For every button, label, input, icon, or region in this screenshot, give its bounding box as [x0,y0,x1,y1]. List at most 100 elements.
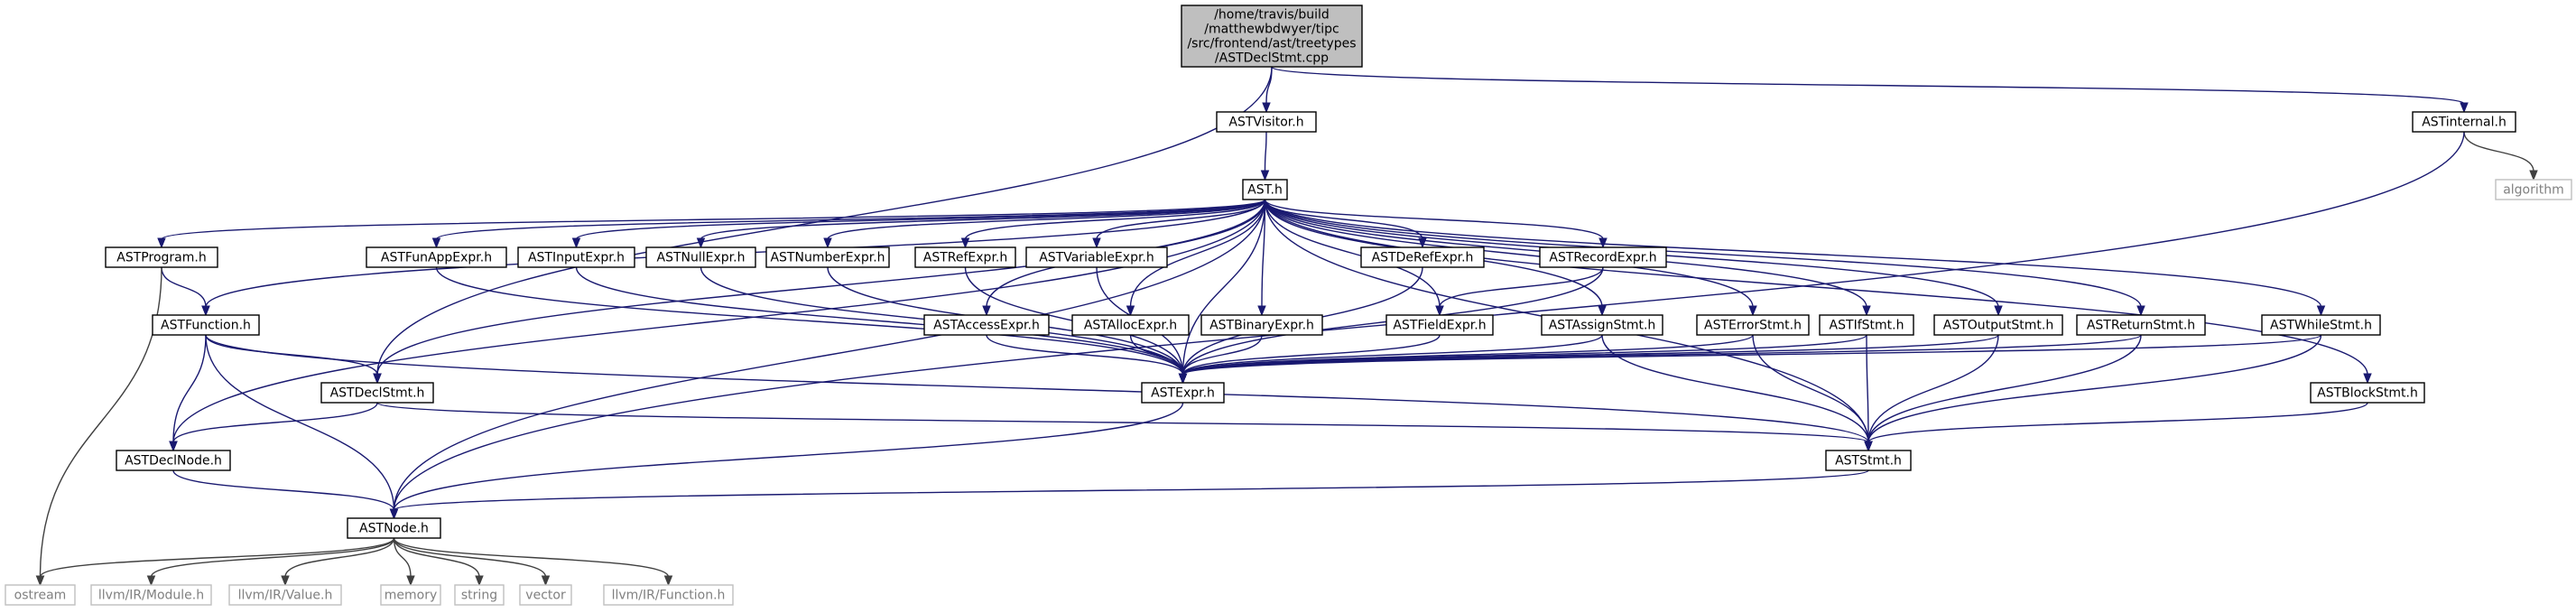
node-node[interactable]: ASTNode.h [347,517,441,539]
arrowhead [406,575,415,587]
node-box[interactable] [645,246,756,268]
arrowhead [1748,305,1757,317]
node-access[interactable]: ASTAccessExpr.h [923,314,1050,336]
arrowhead [982,305,991,317]
edge-ast-to-funapp [431,199,1266,249]
node-expr[interactable]: ASTExpr.h [1141,382,1225,404]
node-box[interactable] [1819,314,1914,336]
node-box[interactable] [1933,314,2063,336]
node-box[interactable] [1071,314,1190,336]
node-return[interactable]: ASTReturnStmt.h [2076,314,2206,336]
node-assign[interactable]: ASTAssignStmt.h [1541,314,1663,336]
edge-block-to-stmt [1864,402,2368,452]
edge-line [575,199,1266,240]
node-ast[interactable]: AST.h [1242,179,1288,200]
node-box[interactable] [1541,314,1663,336]
node-number[interactable]: ASTNumberExpr.h [765,246,890,268]
node-box[interactable] [765,246,890,268]
node-label: ASTNullExpr.h [657,251,746,265]
edge-line [172,334,207,443]
node-box[interactable] [1181,5,1363,68]
node-binary[interactable]: ASTBinaryExpr.h [1200,314,1323,336]
node-box[interactable] [1696,314,1810,336]
edge-ast-to-return [1264,199,2145,317]
node-label: /ASTDeclStmt.cpp [1215,51,1329,66]
node-root[interactable]: /home/travis/build/matthewbdwyer/tipc/sr… [1181,5,1363,68]
node-box[interactable] [2310,382,2425,404]
edge-line [205,334,395,511]
node-deref[interactable]: ASTDeRefExpr.h [1360,246,1485,268]
node-box[interactable] [923,314,1050,336]
node-record[interactable]: ASTRecordExpr.h [1539,246,1667,268]
node-box[interactable] [1200,314,1323,336]
node-function[interactable]: ASTFunction.h [152,314,260,336]
node-memory[interactable]: memory [380,584,441,606]
arrowhead [1864,441,1873,452]
edge-line [1264,199,1441,308]
node-block[interactable]: ASTBlockStmt.h [2310,382,2425,404]
node-box[interactable] [519,584,572,606]
node-variable[interactable]: ASTVariableExpr.h [1025,246,1168,268]
node-output[interactable]: ASTOutputStmt.h [1933,314,2063,336]
node-internal[interactable]: ASTinternal.h [2412,111,2516,133]
edge-line [393,469,1869,511]
node-box[interactable] [2412,111,2516,133]
node-box[interactable] [1242,179,1288,200]
edge-line [1181,334,1441,376]
node-string[interactable]: string [454,584,505,606]
node-box[interactable] [1385,314,1494,336]
node-box[interactable] [1539,246,1667,268]
node-box[interactable] [914,246,1016,268]
node-module[interactable]: llvm/IR/Module.h [90,584,212,606]
node-stmt[interactable]: ASTStmt.h [1825,450,1912,471]
edge-line [393,537,547,578]
node-box[interactable] [320,382,434,404]
edge-line [1181,199,1266,376]
node-program[interactable]: ASTProgram.h [105,246,218,268]
node-box[interactable] [90,584,212,606]
node-vector[interactable]: vector [519,584,572,606]
node-box[interactable] [380,584,441,606]
node-box[interactable] [1825,450,1912,471]
node-ifstmt[interactable]: ASTIfStmt.h [1819,314,1914,336]
node-declnode[interactable]: ASTDeclNode.h [116,450,231,471]
node-declstmt[interactable]: ASTDeclStmt.h [320,382,434,404]
node-box[interactable] [1025,246,1168,268]
node-box[interactable] [347,517,441,539]
arrowhead [1260,170,1270,181]
node-box[interactable] [5,584,76,606]
arrowhead [1435,305,1444,317]
node-value[interactable]: llvm/IR/Value.h [228,584,342,606]
node-box[interactable] [2495,179,2572,200]
arrowhead [373,373,382,385]
node-while[interactable]: ASTWhileStmt.h [2261,314,2381,336]
node-box[interactable] [152,314,260,336]
edge-access-to-expr [986,334,1188,385]
node-box[interactable] [517,246,635,268]
node-funapp[interactable]: ASTFunAppExpr.h [366,246,507,268]
node-input[interactable]: ASTInputExpr.h [517,246,635,268]
node-box[interactable] [1360,246,1485,268]
arrowhead [1257,305,1266,317]
node-box[interactable] [105,246,218,268]
node-algorithm[interactable]: algorithm [2495,179,2572,200]
node-box[interactable] [228,584,342,606]
node-llvmfunction[interactable]: llvm/IR/Function.h [603,584,734,606]
node-box[interactable] [603,584,734,606]
node-field[interactable]: ASTFieldExpr.h [1385,314,1494,336]
node-error[interactable]: ASTErrorStmt.h [1696,314,1810,336]
node-alloc[interactable]: ASTAllocExpr.h [1071,314,1190,336]
node-null[interactable]: ASTNullExpr.h [645,246,756,268]
arrowhead [1262,102,1271,114]
node-box[interactable] [2261,314,2381,336]
node-ref[interactable]: ASTRefExpr.h [914,246,1016,268]
node-box[interactable] [116,450,231,471]
node-box[interactable] [454,584,505,606]
node-box[interactable] [1216,111,1317,133]
node-box[interactable] [366,246,507,268]
node-label: ASTInputExpr.h [528,251,625,265]
node-box[interactable] [2076,314,2206,336]
node-ostream[interactable]: ostream [5,584,76,606]
node-box[interactable] [1141,382,1225,404]
node-visitor[interactable]: ASTVisitor.h [1216,111,1317,133]
